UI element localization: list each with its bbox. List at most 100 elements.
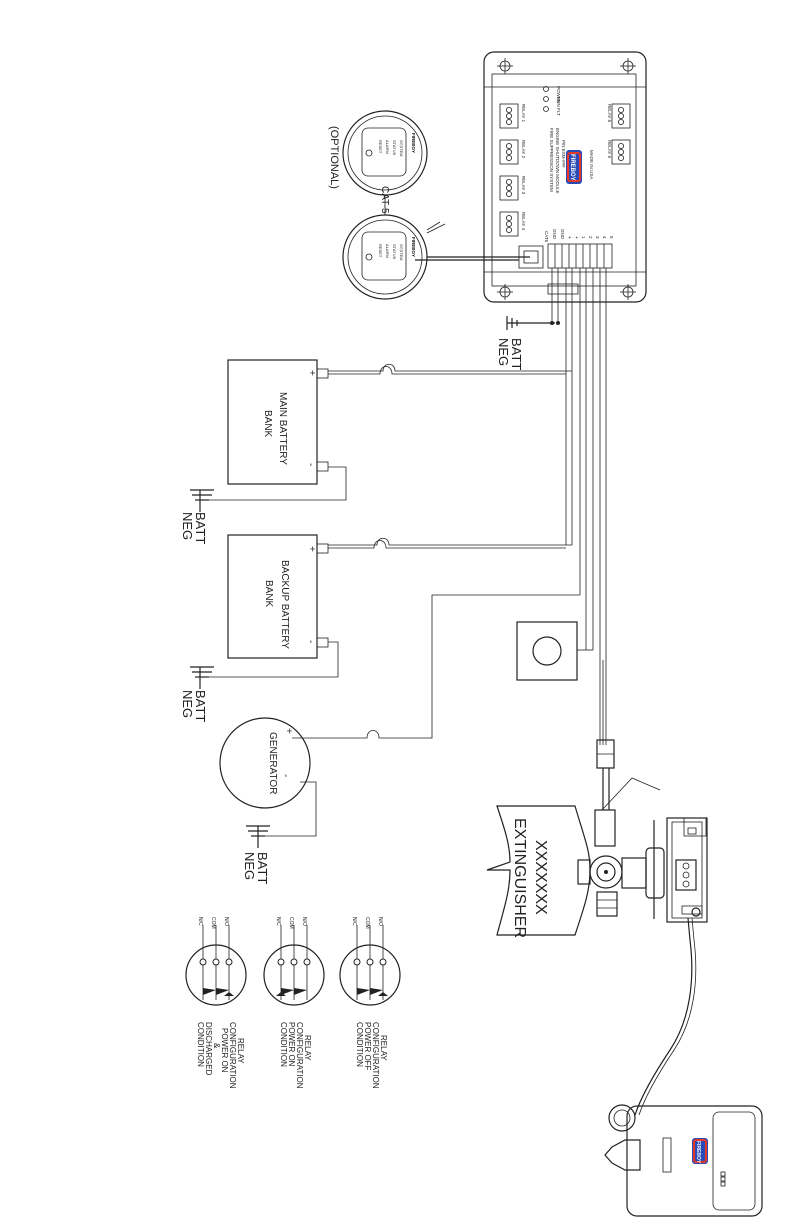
svg-text:CONFIGURATION: CONFIGURATION bbox=[295, 1022, 304, 1089]
svg-text:SYSTEM: SYSTEM bbox=[399, 140, 404, 156]
svg-text:SYSTEM: SYSTEM bbox=[399, 244, 404, 260]
controller-module: POWER RUN FLT RELAY 1 R bbox=[483, 51, 647, 303]
relay-label-6: RELAY 6 bbox=[607, 140, 612, 159]
ground-symbol bbox=[190, 666, 214, 689]
optional-label: (OPTIONAL) bbox=[328, 126, 340, 189]
svg-text:ALARM: ALARM bbox=[385, 244, 390, 258]
relay-config-power-on: N/C COM N/O RELAY CONFIGURATION POWER ON… bbox=[263, 917, 325, 1089]
relay-block bbox=[499, 139, 519, 165]
svg-text:N/C: N/C bbox=[197, 917, 203, 926]
neg-label: NEG bbox=[496, 338, 511, 366]
ground-symbol bbox=[190, 489, 214, 512]
svg-text:NEG: NEG bbox=[180, 690, 195, 718]
controller-wires bbox=[551, 268, 607, 660]
generator-plus: + bbox=[283, 728, 294, 734]
ground-symbol bbox=[506, 316, 555, 330]
svg-text:RESET: RESET bbox=[378, 140, 383, 154]
terminal-label-plus-2: + bbox=[573, 236, 579, 239]
svg-text:POWER ON: POWER ON bbox=[220, 1028, 229, 1073]
svg-text:STATUS: STATUS bbox=[392, 244, 397, 260]
backup-battery-label-1: BACKUP BATTERY bbox=[279, 560, 290, 649]
helm-display-optional: FIREBOY SYSTEM STATUS ALARM RESET bbox=[342, 110, 428, 196]
svg-text:&: & bbox=[212, 1043, 221, 1049]
svg-text:POWER OFF: POWER OFF bbox=[363, 1022, 372, 1071]
svg-text:RELAY: RELAY bbox=[303, 1035, 312, 1061]
svg-text:FIREBOY: FIREBOY bbox=[569, 154, 575, 181]
generator-label: GENERATOR bbox=[267, 732, 278, 794]
status-label-power: POWER bbox=[556, 86, 561, 104]
svg-text:RELAY: RELAY bbox=[236, 1038, 245, 1064]
main-battery-bank: + - MAIN BATTERY BANK bbox=[227, 359, 329, 485]
extinguisher-label-2: EXTINGUISHER bbox=[511, 818, 528, 938]
terminal-strip bbox=[547, 243, 613, 269]
terminal-label-4: 4 bbox=[602, 236, 607, 239]
svg-text:NEG: NEG bbox=[242, 852, 257, 880]
svg-text:DISCHARGED: DISCHARGED bbox=[204, 1022, 213, 1076]
svg-text:RESET: RESET bbox=[378, 244, 383, 258]
svg-text:CONDITION: CONDITION bbox=[279, 1022, 288, 1067]
relay-label-4: RELAY 4 bbox=[521, 212, 526, 231]
terminal-label-plus-1: + bbox=[566, 236, 572, 239]
relay-label-3: RELAY 3 bbox=[521, 176, 526, 195]
svg-text:N/C: N/C bbox=[351, 917, 357, 926]
ground-symbol bbox=[246, 825, 270, 848]
terminal-label-2: 2 bbox=[588, 236, 593, 239]
svg-text:COM: COM bbox=[288, 917, 294, 929]
svg-text:COM: COM bbox=[364, 917, 370, 929]
svg-text:N/O: N/O bbox=[377, 917, 383, 926]
svg-text:NEG: NEG bbox=[180, 512, 195, 540]
actuator-bracket bbox=[666, 817, 708, 923]
jack-label: CAT5 bbox=[544, 231, 549, 243]
svg-text:N/C: N/C bbox=[275, 917, 281, 926]
fireboy-logo: FIREBOY bbox=[566, 150, 582, 184]
svg-text:FIREBOY: FIREBOY bbox=[411, 133, 416, 153]
svg-text:CONFIGURATION: CONFIGURATION bbox=[228, 1022, 237, 1089]
svg-text:RELAY: RELAY bbox=[379, 1035, 388, 1061]
svg-text:N/O: N/O bbox=[301, 917, 307, 926]
relay-block bbox=[499, 103, 519, 129]
terminal-label-gnd-2: GND bbox=[560, 229, 565, 240]
svg-text:POWER ON: POWER ON bbox=[287, 1022, 296, 1067]
relay-block bbox=[611, 103, 631, 129]
main-battery-minus: - bbox=[305, 463, 316, 466]
backup-battery-label-2: BANK bbox=[263, 580, 274, 608]
svg-text:FIREBOY: FIREBOY bbox=[411, 237, 416, 257]
manual-pull-station: FIREBOY bbox=[604, 1104, 763, 1217]
main-battery-label-2: BANK bbox=[262, 410, 273, 438]
sensor-box bbox=[516, 621, 578, 681]
extinguisher-label-1: XXXXXXX bbox=[532, 840, 549, 915]
batt-label: BATT bbox=[509, 338, 524, 370]
controller-line-1: FIRE SUPPRESSION SYSTEM bbox=[549, 128, 554, 192]
relay-config-discharged: N/C COM N/O RELAY CONFIGURATION POWER ON… bbox=[185, 917, 247, 1089]
controller-line-4: MADE IN USA bbox=[589, 150, 594, 179]
svg-text:ALARM: ALARM bbox=[385, 140, 390, 154]
actuator-brand: FIREBOY bbox=[695, 1141, 701, 1164]
svg-text:N/O: N/O bbox=[223, 917, 229, 926]
generator: + - GENERATOR bbox=[219, 717, 311, 809]
main-battery-label-1: MAIN BATTERY bbox=[277, 392, 288, 465]
svg-text:CONDITION: CONDITION bbox=[196, 1022, 205, 1067]
terminal-label-gnd-1: GND bbox=[552, 229, 557, 240]
relay-block bbox=[499, 175, 519, 201]
svg-text:CONDITION: CONDITION bbox=[355, 1022, 364, 1067]
svg-text:COM: COM bbox=[210, 917, 216, 929]
svg-text:BATT: BATT bbox=[193, 690, 208, 722]
terminal-label-3: 3 bbox=[595, 236, 600, 239]
relay-label-5: RELAY 5 bbox=[607, 104, 612, 123]
svg-text:BATT: BATT bbox=[255, 852, 270, 884]
backup-battery-bank: + - BACKUP BATTERY BANK bbox=[227, 534, 329, 659]
controller-line-2: ENGINE SHUTDOWN MODULE bbox=[555, 128, 560, 194]
backup-battery-minus: - bbox=[305, 640, 316, 643]
terminal-label-5: 5 bbox=[609, 236, 614, 239]
relay-block bbox=[611, 139, 631, 165]
cat5-cable-label: CAT-5 bbox=[379, 186, 390, 214]
relay-config-power-off: N/C COM N/O RELAY CONFIGURATION POWER OF… bbox=[339, 917, 401, 1089]
backup-battery-plus: + bbox=[306, 546, 317, 552]
controller-line-3: P/N ESM-### bbox=[561, 140, 566, 168]
status-label-run: RUN bbox=[556, 97, 561, 107]
generator-minus: - bbox=[280, 774, 291, 777]
relay-label-1: RELAY 1 bbox=[521, 104, 526, 123]
svg-text:STATUS: STATUS bbox=[392, 140, 397, 156]
svg-text:CONFIGURATION: CONFIGURATION bbox=[371, 1022, 380, 1089]
